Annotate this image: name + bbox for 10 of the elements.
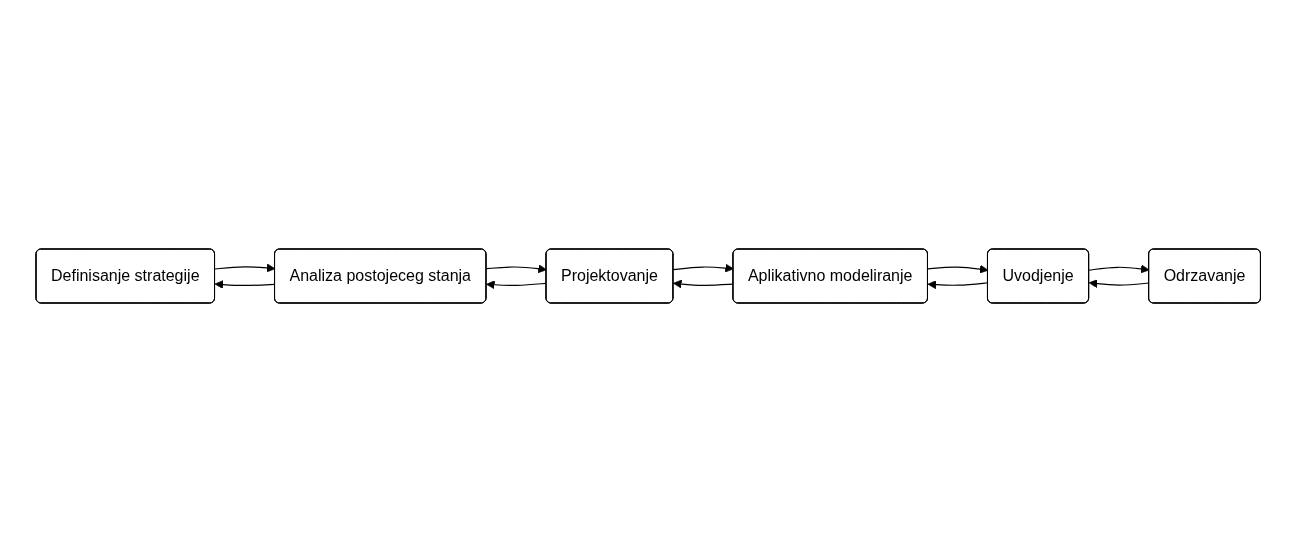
arrow [1088, 264, 1150, 273]
arrow [672, 263, 734, 272]
arrow [927, 279, 989, 289]
arrow [214, 263, 276, 272]
arrow [214, 279, 276, 289]
arrow [672, 279, 734, 288]
arrow [485, 263, 547, 273]
arrow [1088, 278, 1150, 288]
arrow [485, 279, 547, 289]
arrow [927, 264, 989, 273]
